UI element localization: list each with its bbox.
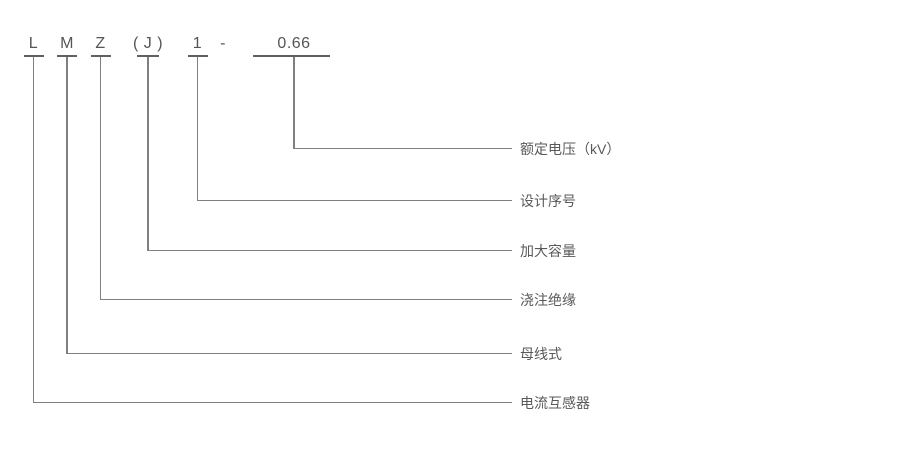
connector-horizontal-busbar-type [66, 353, 512, 355]
code-symbol-busbar-type: M [60, 35, 74, 52]
connector-vertical-cast-insulation [99, 56, 102, 301]
underline-tick-j [137, 55, 159, 57]
connector-vertical-increased-capacity [147, 56, 149, 252]
meaning-label-design-serial: 设计序号 [520, 192, 576, 209]
code-symbol-increased-capacity: ( J ) [132, 35, 164, 52]
underline-tick-m [57, 55, 77, 57]
connector-vertical-busbar-type [66, 56, 68, 355]
code-separator-dash: - [220, 35, 226, 52]
underline-tick-z [90, 55, 111, 57]
meaning-label-increased-capacity: 加大容量 [520, 242, 576, 259]
connector-vertical-rated-voltage [293, 56, 295, 150]
connector-horizontal-design-serial [196, 200, 512, 202]
connector-horizontal-current-transformer [32, 402, 512, 404]
connector-vertical-current-transformer [32, 56, 35, 404]
underline-tick-1 [187, 55, 208, 57]
meaning-label-busbar-type: 母线式 [520, 345, 562, 362]
meaning-label-current-transformer: 电流互感器 [520, 394, 590, 411]
underline-tick-l [23, 55, 44, 57]
connector-horizontal-cast-insulation [99, 299, 512, 301]
connector-horizontal-rated-voltage [293, 148, 512, 150]
meaning-label-cast-insulation: 浇注绝缘 [520, 291, 576, 308]
connector-vertical-design-serial [196, 56, 199, 202]
code-symbol-design-serial: 1 [192, 35, 203, 52]
meaning-label-rated-voltage: 额定电压（kV） [520, 140, 621, 157]
code-symbol-current-transformer: L [28, 35, 39, 52]
connector-horizontal-increased-capacity [147, 250, 512, 252]
underline-tick-voltage [253, 55, 330, 57]
code-symbol-rated-voltage: 0.66 [277, 35, 311, 52]
code-symbol-cast-insulation: Z [95, 35, 106, 52]
